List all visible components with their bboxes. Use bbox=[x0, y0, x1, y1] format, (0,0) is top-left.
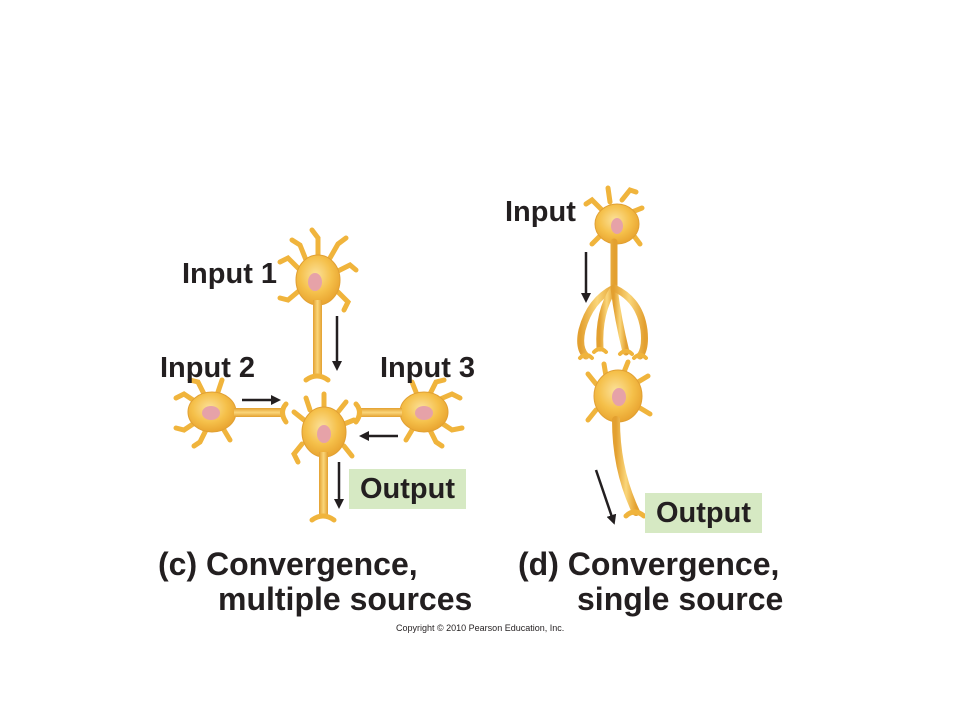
caption-c-line1: (c) Convergence, bbox=[158, 546, 418, 582]
input-label-d: Input bbox=[505, 196, 576, 228]
input2-label: Input 2 bbox=[160, 352, 256, 384]
neuron-output-d bbox=[585, 359, 653, 519]
neuron-input2 bbox=[173, 377, 289, 449]
caption-d-line2: single source bbox=[577, 581, 784, 617]
nucleus bbox=[202, 406, 220, 420]
neuron-input1 bbox=[277, 227, 359, 383]
output-box-c: Output bbox=[349, 469, 466, 509]
arrow-output-d-down bbox=[594, 469, 617, 525]
nucleus bbox=[317, 425, 331, 443]
nucleus bbox=[415, 406, 433, 420]
nucleus bbox=[612, 388, 626, 406]
caption-d-line1: (d) Convergence, bbox=[518, 546, 780, 582]
neuron-input3 bbox=[353, 377, 465, 449]
input1-label: Input 1 bbox=[182, 258, 278, 290]
nucleus bbox=[611, 218, 623, 234]
caption-c-line2: multiple sources bbox=[218, 581, 473, 617]
output-box-d: Output bbox=[645, 493, 762, 533]
neuron-output-c bbox=[291, 391, 357, 523]
neuron-input-d bbox=[577, 185, 648, 360]
input3-label: Input 3 bbox=[380, 352, 476, 384]
copyright-text: Copyright © 2010 Pearson Education, Inc. bbox=[396, 623, 565, 633]
nucleus bbox=[308, 273, 322, 291]
